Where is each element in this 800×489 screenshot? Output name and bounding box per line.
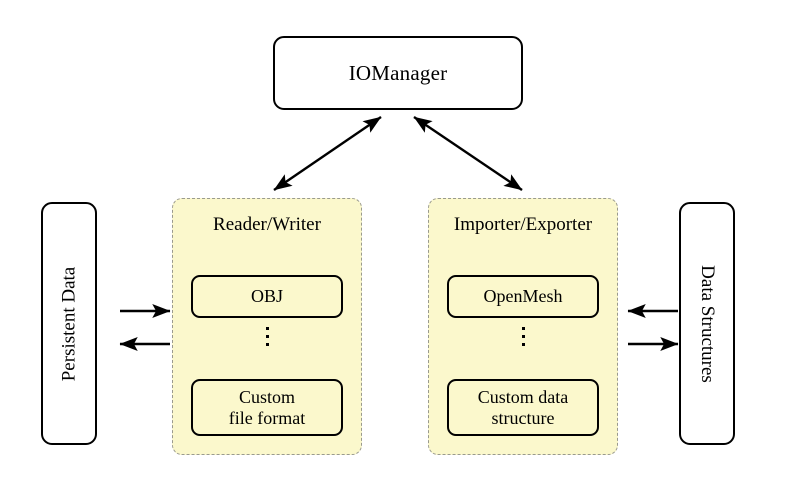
item-openmesh[interactable]: OpenMesh [447,275,599,318]
node-persistent-data-label: Persistent Data [58,266,80,381]
node-iomanager-label: IOManager [348,60,448,85]
ellipsis-dot [521,327,525,330]
arrow-manager-reader [273,116,382,191]
node-persistent-data[interactable]: Persistent Data [41,202,97,445]
ellipsis-dot [265,343,269,346]
item-openmesh-label: OpenMesh [483,286,563,307]
ellipsis-dot [265,335,269,338]
group-reader-writer-title: Reader/Writer [213,214,321,235]
ellipsis-dot [521,335,525,338]
node-data-structures-label: Data Structures [697,264,718,383]
node-data-structures[interactable]: Data Structures [679,202,735,445]
item-custom-data-structure-label: Custom data structure [477,386,569,428]
node-iomanager[interactable]: IOManager [273,36,523,110]
arrow-manager-importer [413,116,523,191]
group-importer-exporter[interactable]: Importer/Exporter OpenMesh Custom data s… [428,198,618,455]
ellipsis-icon-reader [173,327,361,346]
item-custom-file-format-label: Custom file format [228,386,306,428]
group-importer-exporter-title: Importer/Exporter [453,214,593,235]
item-obj[interactable]: OBJ [191,275,343,318]
item-custom-data-structure[interactable]: Custom data structure [447,379,599,436]
ellipsis-icon-importer [429,327,617,346]
ellipsis-dot [265,327,269,330]
group-reader-writer[interactable]: Reader/Writer OBJ Custom file format [172,198,362,455]
item-custom-file-format[interactable]: Custom file format [191,379,343,436]
item-obj-label: OBJ [250,286,283,307]
ellipsis-dot [521,343,525,346]
